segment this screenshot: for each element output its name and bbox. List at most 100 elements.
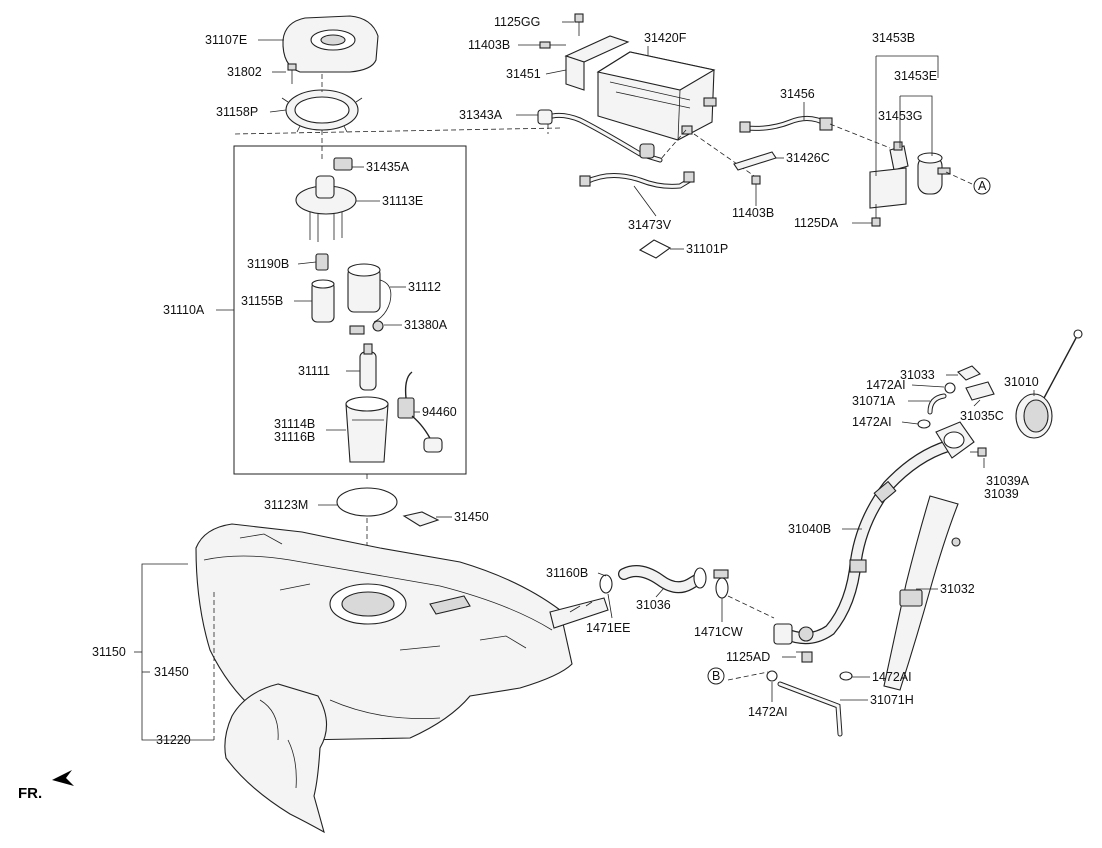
label-31451: 31451 <box>506 67 541 81</box>
hose-31071A <box>927 393 947 415</box>
flange-31113E <box>295 175 357 242</box>
ref-b-circle <box>707 667 725 685</box>
fuel-pump-31111 <box>359 343 377 391</box>
fuel-filter-31112 <box>347 263 392 323</box>
label-31123M: 31123M <box>264 498 308 512</box>
label-31036: 31036 <box>636 598 671 612</box>
label-31116B: 31116B <box>274 430 315 444</box>
label-11403B-bottom: 11403B <box>732 206 774 220</box>
pump-cover-31107E <box>282 15 379 73</box>
bolt-31802 <box>287 63 297 84</box>
bolt-1125DA <box>871 204 881 227</box>
label-31158P: 31158P <box>216 105 258 119</box>
label-1472AI-b: 1472AI <box>852 415 892 429</box>
clamp-1472AI-d <box>766 670 778 682</box>
fuel-tank-31150 <box>195 523 573 741</box>
bracket-31451 <box>564 35 630 91</box>
label-31190B: 31190B <box>247 257 289 271</box>
label-1471CW: 1471CW <box>694 625 743 639</box>
label-31420F: 31420F <box>644 31 687 45</box>
label-31039A: 31039A <box>986 474 1030 488</box>
label-31450-upper: 31450 <box>454 510 489 524</box>
fuel-cap-31010 <box>1015 329 1083 439</box>
locking-ring-31158P <box>281 89 363 133</box>
hose-31071H <box>777 681 843 737</box>
label-31071A: 31071A <box>852 394 896 408</box>
label-1472AI-d: 1472AI <box>748 705 788 719</box>
label-31032: 31032 <box>940 582 975 596</box>
heat-protector-31220 <box>224 683 328 834</box>
valve-31035C <box>965 381 995 401</box>
hose-31036 <box>618 565 707 594</box>
bracket-31453B <box>869 167 907 209</box>
filter-31155B <box>311 279 335 323</box>
label-31035C: 31035C <box>960 409 1004 423</box>
label-31343A: 31343A <box>459 108 503 122</box>
pipe-31160B <box>549 597 609 629</box>
level-sender-94460 <box>397 371 443 453</box>
valve-31453G <box>889 141 909 171</box>
label-1125DA: 1125DA <box>794 216 839 230</box>
label-31453E: 31453E <box>894 69 937 83</box>
label-31160B: 31160B <box>546 566 588 580</box>
label-31110A: 31110A <box>163 303 205 317</box>
label-1472AI-c: 1472AI <box>872 670 912 684</box>
canister-31420F <box>596 51 717 141</box>
protector-31032 <box>883 495 961 691</box>
regulator-31380A <box>349 320 384 335</box>
bolt-11403B <box>539 41 566 49</box>
ref-b-label: B <box>712 669 720 683</box>
label-1472AI-a: 1472AI <box>866 378 906 392</box>
reservoir-31114B <box>345 396 389 463</box>
label-31111: 31111 <box>298 364 330 378</box>
bolt-11403B-lower <box>751 175 761 200</box>
bolt-1125GG <box>574 13 584 36</box>
ref-a-circle <box>973 177 991 195</box>
label-31380A: 31380A <box>404 318 448 332</box>
label-31101P <box>638 239 672 259</box>
label-31010: 31010 <box>1004 375 1039 389</box>
front-arrow-icon <box>52 770 74 786</box>
label-31220: 31220 <box>156 733 191 747</box>
label-31113E: 31113E <box>382 194 423 208</box>
label-31435A: 31435A <box>366 160 410 174</box>
clamp-1472AI-c <box>839 671 853 681</box>
clamp-1471EE <box>599 574 613 594</box>
part-labels: 31107E 31802 31158P 31435A 31113E 31190B… <box>18 15 1039 802</box>
ref-a-label: A <box>978 179 987 193</box>
label-31039: 31039 <box>984 487 1019 501</box>
label-31456: 31456 <box>780 87 815 101</box>
filler-neck-31040B <box>773 421 975 645</box>
hose-31456 <box>739 116 833 133</box>
label-31450-lower: 31450 <box>154 665 189 679</box>
label-11403B-top: 11403B <box>468 38 510 52</box>
separator-31453E <box>917 152 951 195</box>
fitting-31190B <box>315 253 329 271</box>
label-31033: 31033 <box>900 368 935 382</box>
label-31071H: 31071H <box>870 693 914 707</box>
connector-31435A <box>333 157 353 171</box>
bracket-31426C <box>733 151 777 171</box>
screw-31039A <box>970 447 987 457</box>
label-31802: 31802 <box>227 65 262 79</box>
bolt-1125AD <box>796 651 813 663</box>
label-31112: 31112 <box>408 280 441 294</box>
bracket-31033 <box>957 365 981 381</box>
vapor-tube-31343A <box>537 109 663 163</box>
label-1125AD: 1125AD <box>726 650 770 664</box>
label-31107E: 31107E <box>205 33 247 47</box>
label-31453G: 31453G <box>878 109 922 123</box>
leader-lines <box>216 21 1035 702</box>
label-31426C: 31426C <box>786 151 830 165</box>
clamp-1471CW <box>713 569 729 599</box>
tube-31473V <box>579 171 695 189</box>
label-31150: 31150 <box>92 645 126 659</box>
clamp-1472AI-a <box>944 382 956 394</box>
label-94460: 94460 <box>422 405 457 419</box>
label-31453B: 31453B <box>872 31 915 45</box>
front-label: FR. <box>18 785 42 802</box>
gasket-31123M <box>336 487 398 517</box>
label-31040B: 31040B <box>788 522 831 536</box>
label-31101P: 31101P <box>686 242 728 256</box>
